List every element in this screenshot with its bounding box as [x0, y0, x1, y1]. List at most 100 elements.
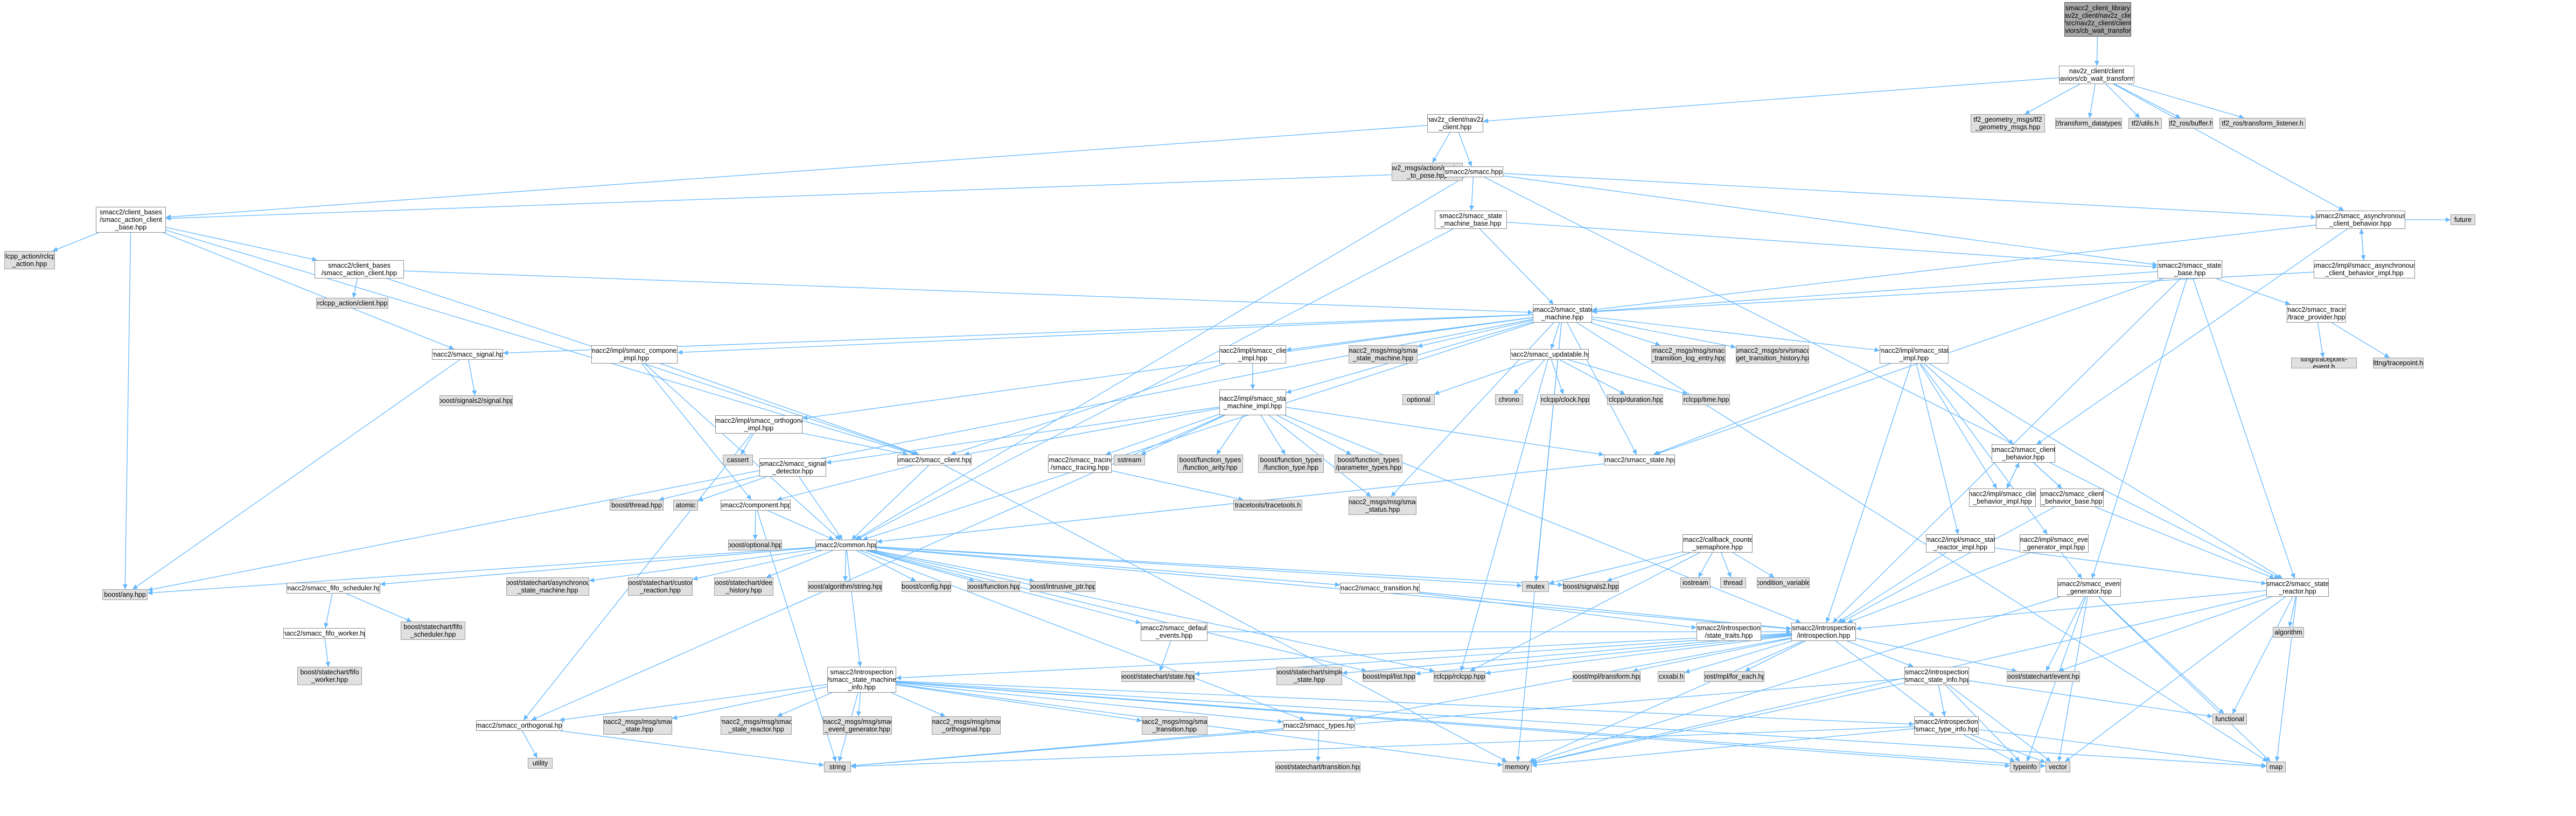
external-header-node-mutex: mutex	[1522, 581, 1549, 592]
edge-comp-to-string	[757, 510, 837, 762]
edge-ssb-to-tracep	[2216, 278, 2291, 305]
header-node-smacc[interactable]: smacc2/smacc.hpp	[1444, 166, 1503, 177]
edge-n2zc-to-cbac	[165, 125, 1428, 220]
edge-common-to-types	[860, 550, 1306, 721]
external-header-node-algorithm: algorithm	[2273, 627, 2304, 638]
header-node-cbbase[interactable]: smacc2/smacc_client _behavior_base.hpp	[2040, 489, 2104, 507]
header-node-n2zc[interactable]: nav2z_client/nav2z _client.hpp	[1427, 114, 1483, 132]
edge-reactor-to-vector	[2065, 596, 2286, 762]
edge-common-to-bsca	[589, 549, 816, 583]
header-node-cbb[interactable]: smacc2/smacc_client _behavior.hpp	[1992, 444, 2055, 463]
header-node-tracep[interactable]: smacc2/smacc_tracing /trace_provider.hpp	[2287, 304, 2346, 323]
header-node-smb[interactable]: smacc2/smacc_state _machine_base.hpp	[1435, 211, 1507, 229]
edge-cbac-to-sac	[165, 227, 317, 262]
edge-ssm-to-compimpl	[677, 314, 1533, 355]
edge-tracing-to-tracepoints	[1111, 470, 1244, 501]
edge-common-to-balgs	[842, 550, 848, 582]
edge-csem-to-thread	[1721, 552, 1732, 578]
edge-common-to-trans	[876, 547, 1341, 587]
header-node-trans[interactable]: smacc2/smacc_transition.hpp	[1340, 583, 1420, 594]
edge-cbwt-to-tf2u	[2105, 83, 2140, 118]
external-header-node-optional: optional	[1402, 394, 1435, 405]
edge-client-to-memory	[944, 465, 1507, 762]
header-node-client[interactable]: smacc2/smacc_client.hpp	[897, 455, 972, 465]
edge-n2zc-to-n2ac	[1432, 132, 1450, 163]
external-header-node-tf2l: tf2_ros/transform_listener.h	[2219, 118, 2306, 129]
header-node-compimpl[interactable]: smacc2/impl/smacc_component _impl.hpp	[591, 345, 678, 364]
edge-fifow-to-bscfw	[324, 638, 331, 667]
header-node-sti[interactable]: smacc2/introspection /smacc_type_info.hp…	[1914, 716, 1979, 735]
header-node-ssi[interactable]: smacc2/introspection /smacc_state_info.h…	[1904, 667, 1969, 685]
header-node-common[interactable]: smacc2/common.hpp	[815, 540, 877, 550]
header-node-asyncimpl[interactable]: smacc2/impl/smacc_asynchronous _client_b…	[2314, 260, 2415, 278]
edge-defev-to-bscstate	[1159, 640, 1171, 672]
header-node-sac[interactable]: smacc2/client_bases /smacc_action_client…	[315, 260, 404, 278]
edge-evgen-to-bscev	[2046, 596, 2085, 672]
edge-orthimpl-to-client	[802, 433, 908, 456]
edge-cbwt-to-asyncb	[2113, 83, 2344, 211]
header-node-cbwt[interactable]: nav2z_client/client _behaviors/cb_wait_t…	[2059, 66, 2134, 84]
header-node-stt[interactable]: smacc2/introspection /state_traits.hpp	[1697, 623, 1761, 641]
external-header-node-bscd: boost/statechart/deep _history.hpp	[714, 577, 773, 596]
external-header-node-bfe: boost/function_types /function_arity.hpp	[1177, 455, 1243, 473]
header-node-evgen[interactable]: smacc2/smacc_event _generator.hpp	[2057, 578, 2121, 597]
external-header-node-bsca: boost/statechart/asynchronous _state_mac…	[506, 577, 589, 596]
edge-tracep-to-lttng_tp	[2331, 322, 2390, 358]
header-node-ssb[interactable]: smacc2/smacc_state _base.hpp	[2158, 260, 2222, 278]
external-header-node-msg_status: smacc2_msgs/msg/smacc _status.hpp	[1349, 497, 1416, 515]
header-node-evgenimpl[interactable]: smacc2/impl/smacc_event _generator_impl.…	[2020, 534, 2089, 553]
edge-fifo-to-fifow	[324, 593, 333, 629]
header-node-fifo[interactable]: smacc2/smacc_fifo_scheduler.hpp	[287, 583, 380, 594]
header-node-comp[interactable]: smacc2/component.hpp	[721, 500, 791, 511]
edge-intro-to-types	[1348, 637, 1792, 722]
external-header-node-iostream: iostream	[1680, 577, 1711, 588]
header-node-defev[interactable]: smacc2/smacc_default _events.hpp	[1141, 623, 1207, 641]
header-node-asyncb[interactable]: smacc2/smacc_asynchronous _client_behavi…	[2316, 211, 2405, 229]
edge-smb-to-ssm	[1479, 228, 1554, 305]
header-node-orthimpl[interactable]: smacc2/impl/smacc_orthogonal _impl.hpp	[715, 415, 802, 434]
header-node-root[interactable]: smacc2_client_library /nav2z_client/nav2…	[2064, 2, 2131, 37]
header-node-tracing[interactable]: smacc2/smacc_tracing /smacc_tracing.hpp	[1048, 455, 1112, 473]
edge-ssi-to-typeinfo	[1945, 685, 2020, 762]
edge-intro-to-memory	[1529, 640, 1803, 762]
edge-smimpl-to-bfp	[1276, 415, 1352, 455]
edge-stateimpl-to-reactimpl	[1916, 363, 1960, 535]
external-header-node-chrono: chrono	[1495, 394, 1523, 405]
header-node-smi[interactable]: smacc2/introspection /smacc_state_machin…	[827, 667, 896, 693]
edge-smb-to-ssb	[1506, 221, 2158, 269]
header-node-types[interactable]: smacc2/smacc_types.hpp	[1283, 720, 1355, 731]
header-node-orth[interactable]: smacc2/smacc_orthogonal.hpp	[476, 720, 562, 731]
edge-common-to-intro	[876, 547, 1792, 631]
edge-ssm-to-orthimpl	[802, 317, 1533, 421]
header-node-cbimpl[interactable]: smacc2/impl/smacc_client _behavior_impl.…	[1969, 489, 2036, 507]
header-node-cbac[interactable]: smacc2/client_bases /smacc_action_client…	[96, 207, 166, 233]
external-header-node-bsctrans: boost/statechart/transition.hpp	[1275, 762, 1360, 772]
external-header-node-string: string	[824, 762, 851, 772]
edge-smacc-to-reactor	[1484, 177, 2280, 579]
header-node-reactimpl[interactable]: smacc2/impl/smacc_state _reactor_impl.hp…	[1926, 534, 1995, 553]
header-node-fifow[interactable]: smacc2/smacc_fifo_worker.hpp	[283, 628, 365, 639]
external-header-node-thread: thread	[1720, 577, 1746, 588]
header-node-sig[interactable]: smacc2/smacc_signal.hpp	[432, 349, 503, 360]
header-node-smimpl[interactable]: smacc2/impl/smacc_state _machine_impl.hp…	[1219, 389, 1286, 415]
header-node-csem[interactable]: smacc2/callback_counter _semaphore.hpp	[1683, 534, 1753, 553]
header-node-upd[interactable]: smacc2/smacc_updatable.hpp	[1510, 349, 1589, 360]
edge-intro-to-bmplist	[1415, 634, 1792, 676]
header-node-clientimpl[interactable]: smacc2/impl/smacc_client _impl.hpp	[1219, 345, 1286, 364]
header-node-ssm[interactable]: smacc2/smacc_state _machine.hpp	[1533, 304, 1592, 323]
edge-upd-to-chrono	[1513, 359, 1545, 395]
header-node-intro[interactable]: smacc2/introspection /introspection.hpp	[1791, 623, 1856, 641]
header-node-sigdet[interactable]: smacc2/smacc_signal _detector.hpp	[759, 458, 826, 477]
edge-common-to-bscc	[692, 550, 822, 581]
external-header-node-srv: smacc2_msgs/srv/smacc _get_transition_hi…	[1736, 345, 1809, 364]
edge-smi-to-types	[896, 682, 1283, 724]
external-header-node-rdur: rclcpp/duration.hpp	[1607, 394, 1663, 405]
external-header-node-msg_tr: smacc2_msgs/msg/smacc _transition.hpp	[1142, 716, 1207, 735]
edge-asyncb-to-cbb	[2036, 228, 2348, 445]
external-header-node-rclock: rclcpp/clock.hpp	[1540, 394, 1590, 405]
header-node-stateimpl[interactable]: smacc2/impl/smacc_state _impl.hpp	[1880, 345, 1949, 364]
header-node-reactor[interactable]: smacc2/smacc_state _reactor.hpp	[2266, 578, 2329, 597]
header-node-state[interactable]: smacc2/smacc_state.hpp	[1604, 455, 1675, 465]
edge-smacc-to-asyncb	[1503, 173, 2316, 220]
edge-orthimpl-to-orth	[523, 433, 752, 721]
